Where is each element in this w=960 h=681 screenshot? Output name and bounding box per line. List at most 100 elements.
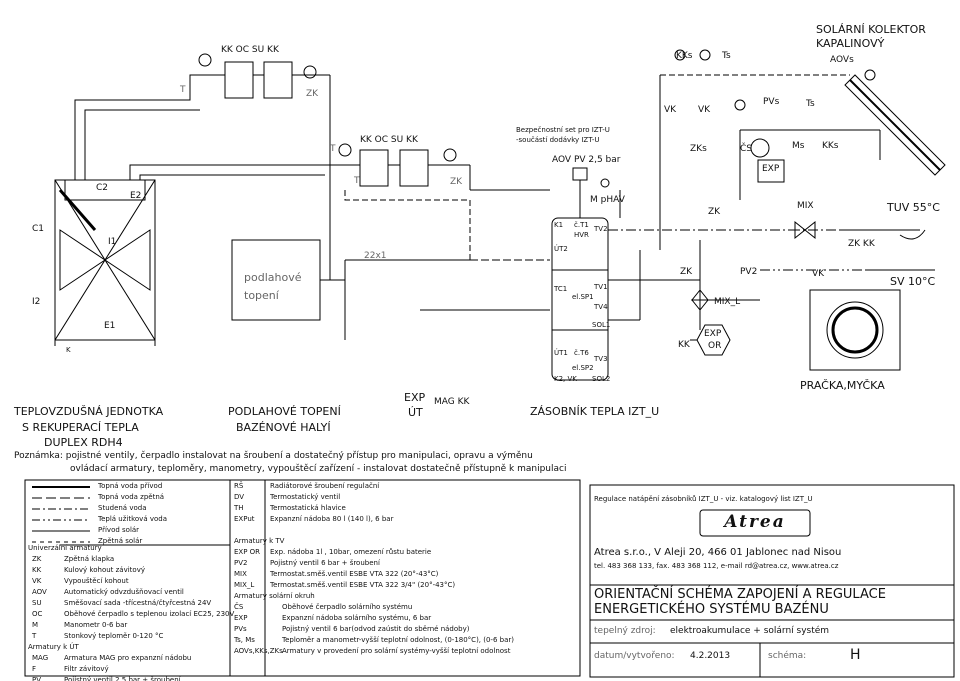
pvs-label: PVs (763, 97, 780, 107)
legend-frame (24, 479, 581, 677)
legend-left-code: ZK (32, 555, 42, 563)
company-contact: tel. 483 368 133, fax. 483 368 112, e-ma… (594, 562, 839, 570)
tank-tv3: TV3 (594, 355, 608, 363)
tank-caption: ZÁSOBNÍK TEPLA IZT_U (530, 405, 660, 418)
exp-or-label-2: OR (708, 341, 722, 351)
legend-mid3-code: ČS (234, 603, 244, 611)
legend-left-code: KK (32, 566, 42, 574)
safety-set-line1: Bezpečnostní set pro IZT-U (516, 126, 610, 134)
unit-e2-label: E2 (130, 191, 142, 201)
vk1-label: VK (664, 105, 677, 115)
zk-mid-label: ZK (450, 177, 463, 187)
floor-box-line1: podlahové (244, 271, 302, 284)
tank-tv4: TV4 (594, 303, 608, 311)
zk-left2-label: ZK (680, 267, 693, 277)
legend-left2-desc: Filtr závitový (64, 665, 109, 673)
legend-mid3-desc: Armatury v provedení pro solární systémy… (282, 647, 511, 655)
unit-i2-label: I2 (32, 297, 41, 307)
legend-mid-header2: Armatury solární okruh (234, 592, 315, 600)
zks-label: ZKs (690, 144, 707, 154)
safety-set-line2: -součástí dodávky IZT-U (516, 136, 600, 144)
zk-right-label: ZK (708, 207, 721, 217)
solar-title-2: KAPALINOVÝ (816, 37, 885, 50)
t-mid-label: T (330, 144, 336, 154)
legend-mid-code: RŠ (234, 482, 244, 490)
legend-mid-header: Armatury k TV (234, 537, 285, 545)
mix-l-label: MIX_L (714, 297, 741, 307)
m-phav-label: M pHAV (590, 195, 625, 205)
legend-left-desc: Manometr 0-6 bar (64, 621, 128, 629)
unit-caption-2: S REKUPERACÍ TEPLA (22, 421, 139, 434)
tank-sol2: SOL2 (592, 375, 611, 383)
legend-mid-code: TH (234, 504, 244, 512)
unit-caption-1: TEPLOVZDUŠNÁ JEDNOTKA (14, 405, 164, 418)
vk2-label: VK (698, 105, 711, 115)
source-value: elektroakumulace + solární systém (670, 626, 830, 636)
legend-line-label: Teplá užitková voda (98, 515, 167, 523)
tank-ut2: ÚT2 (554, 245, 568, 253)
exp-solar-label: EXP (762, 164, 780, 174)
kks2-label: KKs (822, 141, 839, 151)
scheme-label: schéma: (768, 651, 807, 661)
zk-kk-label: ZK KK (848, 239, 875, 249)
legend-mid-desc: Expanzní nádoba 80 l (140 l), 6 bar (270, 515, 394, 523)
tank-hvr: HVR (574, 231, 589, 239)
tank-sol1: SOL1 (592, 321, 611, 329)
exp-ut-caption-1: EXP (404, 391, 426, 404)
legend-line-label: Zpětná solár (98, 537, 143, 545)
legend-left-header2: Armatury k ÚT (28, 643, 79, 651)
tank-tc1: TC1 (554, 285, 568, 293)
tank-elsp1: el.SP1 (572, 293, 594, 301)
legend-line-label: Studená voda (98, 504, 147, 512)
legend-mid3-code: EXP (234, 614, 248, 622)
legend-line-label: Topná voda přívod (98, 482, 163, 490)
legend-left-desc: Stonkový teploměr 0-120 °C (64, 632, 164, 640)
cs-label: ČS (740, 144, 752, 154)
legend-mid3-code: AOVs,KKs,ZKs (234, 647, 283, 655)
legend-left-code: AOV (32, 588, 47, 596)
tank-tv1: TV1 (594, 283, 608, 291)
unit-c1-label: C1 (32, 224, 45, 234)
top-pump-group-label: KK OC SU KK (221, 45, 279, 55)
atrea-logo: Atrea (724, 512, 786, 532)
mix-right-label: MIX (797, 201, 814, 211)
legend-mid2-desc: Termostat.směš.ventil ESBE VTA 322 (20°-… (270, 570, 439, 578)
kks-label: KKs (676, 51, 693, 61)
tank-ut1: ÚT1 (554, 349, 568, 357)
zk-top-label: ZK (306, 89, 319, 99)
date-value: 4.2.2013 (690, 651, 731, 661)
aovs-label: AOVs (830, 55, 854, 65)
legend-mid2-code: MIX_L (234, 581, 255, 589)
legend-left-code: M (32, 621, 39, 629)
legend-mid-code: DV (234, 493, 245, 501)
scheme-value: H (850, 647, 861, 663)
legend-mid2-code: PV2 (234, 559, 248, 567)
title-line2: ENERGETICKÉHO SYSTÉMU BAZÉNU (594, 602, 829, 617)
tank-tv2: TV2 (594, 225, 608, 233)
unit-i1-label: I1 (108, 237, 117, 247)
mag-kk-caption: MAG KK (434, 397, 470, 407)
exp-ut-caption-2: ÚT (408, 406, 423, 419)
legend-mid3-code: PVs (234, 625, 247, 633)
floor-box-line2: topení (244, 289, 279, 302)
mid-pump-group-label: KK OC SU KK (360, 135, 418, 145)
titleblock-frame (589, 484, 955, 678)
legend-mid3-desc: Teploměr a manometr-vyšší teplotní odoln… (282, 636, 514, 644)
legend-left-desc: Vypouštěcí kohout (64, 577, 129, 585)
legend-mid3-desc: Pojistný ventil 6 bar(odvod zaústit do s… (282, 625, 470, 633)
sv-label: SV 10°C (890, 275, 936, 288)
tank-t1: č.T1 (574, 221, 589, 229)
legend-left2-desc: Pojistný ventil 2.5 bar + šroubení (64, 676, 181, 681)
legend-mid-desc: Termostatická hlavice (270, 504, 346, 512)
legend-left-desc: Kulový kohout závitový (64, 566, 145, 574)
unit-c2-label: C2 (96, 183, 109, 193)
t-mid2-label: T (354, 176, 360, 186)
legend-left2-code: F (32, 665, 37, 673)
exp-or-label-1: EXP (704, 329, 722, 339)
legend-mid-desc: Radiátorové šroubení regulační (270, 482, 380, 490)
company-address: Atrea s.r.o., V Aleji 20, 466 01 Jablone… (594, 547, 842, 558)
legend-left-desc: Zpětná klapka (64, 555, 115, 563)
vk-right-label: VK (812, 269, 825, 279)
solar-title-1: SOLÁRNÍ KOLEKTOR (816, 23, 926, 36)
